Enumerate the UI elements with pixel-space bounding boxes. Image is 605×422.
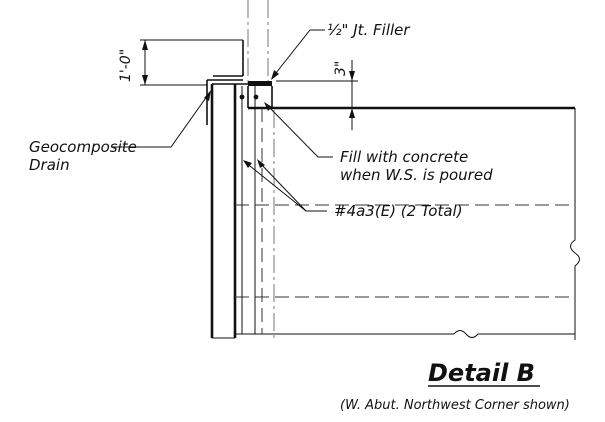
dimension-three-inch-label: 3": [333, 61, 349, 76]
slab-break-right: [570, 108, 580, 340]
abutment-wall: [210, 83, 248, 339]
joint-filler-block: [247, 81, 273, 108]
geocomposite-label-line1: Geocomposite: [29, 138, 137, 156]
fill-concrete-label-line2: when W.S. is poured: [340, 166, 493, 184]
rebar-leader: [243, 159, 327, 212]
dimension-three-inch: [276, 60, 358, 130]
detail-subtitle: (W. Abut. Northwest Corner shown): [340, 398, 570, 413]
dimension-one-foot-label: 1'-0": [118, 49, 134, 82]
fill-concrete-label-line1: Fill with concrete: [340, 148, 468, 166]
geocomposite-label-line2: Drain: [29, 156, 70, 174]
geocomposite-leader: [111, 90, 211, 148]
backwall-step: [140, 39, 244, 125]
joint-filler-label: ½" Jt. Filler: [327, 21, 410, 39]
slab-break-bottom: [453, 330, 575, 338]
vertical-rebars: [239, 86, 259, 334]
detail-title: Detail B: [428, 359, 535, 387]
rebar-label: #4a3(E) (2 Total): [334, 202, 463, 220]
joint-filler-leader: [271, 29, 325, 80]
dimension-one-foot: [142, 40, 148, 85]
fill-concrete-leader: [264, 102, 333, 158]
